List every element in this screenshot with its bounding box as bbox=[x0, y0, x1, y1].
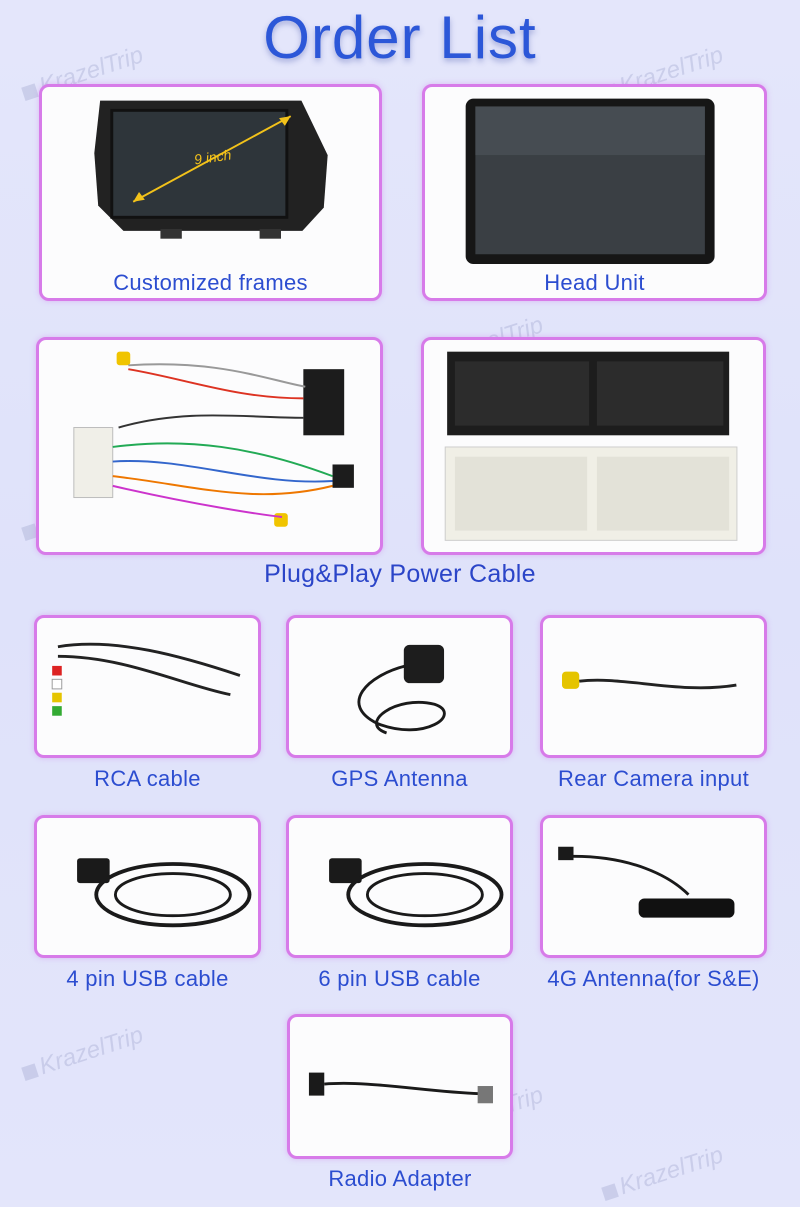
rca-cable-image bbox=[51, 642, 241, 716]
usb4-cable-image bbox=[77, 858, 252, 928]
usb6-cable-image bbox=[329, 858, 504, 928]
gps-card bbox=[286, 615, 513, 758]
rear-cam-card bbox=[540, 615, 767, 758]
watermark: KrazelTrip bbox=[19, 1021, 147, 1086]
head-unit-image bbox=[465, 98, 715, 264]
gps-label: GPS Antenna bbox=[331, 766, 468, 791]
frames-label: Customized frames bbox=[113, 270, 308, 295]
antenna4g-card bbox=[540, 815, 767, 958]
usb4-card bbox=[34, 815, 261, 958]
rear-camera-cable-image bbox=[562, 671, 737, 690]
connector-image bbox=[444, 351, 738, 541]
power-cable-image bbox=[73, 351, 354, 527]
usb6-label: 6 pin USB cable bbox=[318, 966, 481, 991]
gps-antenna-image bbox=[357, 644, 446, 735]
antenna4g-label: 4G Antenna(for S&E) bbox=[547, 966, 760, 991]
radio-adapter-card bbox=[287, 1014, 513, 1159]
rca-label: RCA cable bbox=[94, 766, 201, 791]
usb6-card bbox=[286, 815, 513, 958]
head-unit-label: Head Unit bbox=[544, 270, 645, 295]
page-title: Order List bbox=[263, 4, 537, 71]
radio-adapter-image bbox=[308, 1072, 493, 1104]
radio-adapter-label: Radio Adapter bbox=[328, 1166, 472, 1191]
rca-card bbox=[34, 615, 261, 758]
frame-image bbox=[94, 100, 328, 239]
head-unit-card: Head Unit bbox=[422, 84, 767, 301]
rear-cam-label: Rear Camera input bbox=[558, 766, 749, 791]
power-cable-card-left bbox=[36, 337, 383, 555]
4g-antenna-image bbox=[558, 846, 735, 918]
watermark: KrazelTrip bbox=[599, 1141, 727, 1206]
power-cable-label: Plug&Play Power Cable bbox=[264, 560, 536, 588]
power-cable-card-right bbox=[421, 337, 766, 555]
usb4-label: 4 pin USB cable bbox=[66, 966, 229, 991]
frames-card: 9 inch Customized frames bbox=[39, 84, 382, 301]
